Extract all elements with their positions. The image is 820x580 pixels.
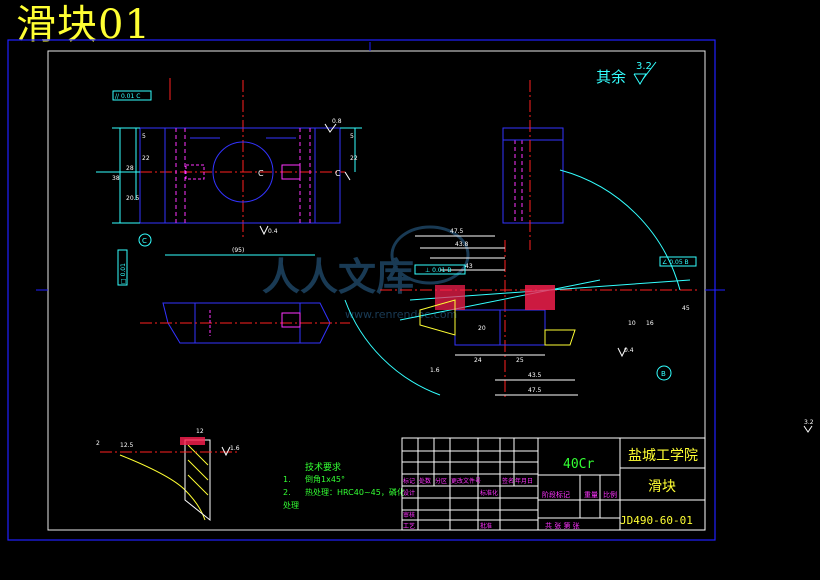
dim-22-right: 22 <box>350 155 358 162</box>
tb-stage-mark: 阶段标记 <box>542 490 570 499</box>
dim-12-5: 12.5 <box>120 442 134 449</box>
tech-req-item2: 热处理：HRC40~45，磷化 <box>305 487 405 497</box>
roughness-1-6-detail: 1.6 <box>230 445 240 452</box>
svg-text:www.renrendoc.com: www.renrendoc.com <box>345 308 457 321</box>
tb-designer: 设计 <box>403 489 415 497</box>
tol-flatness: □ 0.01 <box>120 263 127 284</box>
dim-43-5: 43.5 <box>528 372 542 379</box>
tech-req-item2-cont: 处理 <box>283 500 299 510</box>
dim-43: 43 <box>465 263 473 270</box>
tb-process: 工艺 <box>403 522 415 530</box>
tech-requirements: 技术要求 1. 倒角1x45° 2. 热处理：HRC40~45，磷化 处理 <box>283 461 405 510</box>
tech-req-item2-num: 2. <box>283 488 291 497</box>
watermark: 人人文库 www.renrendoc.com <box>262 225 470 321</box>
tb-drawing-no: JD490-60-01 <box>620 514 693 527</box>
side-view <box>502 80 564 250</box>
roughness-0-4-top: 0.4 <box>268 228 278 235</box>
surface-note: 其余 <box>596 68 626 86</box>
tb-weight: 重量 <box>584 491 598 499</box>
tech-req-item1-num: 1. <box>283 475 291 484</box>
dim-38: 38 <box>112 175 120 182</box>
section-c-left: C <box>258 169 264 178</box>
dim-45: 45 <box>682 305 690 312</box>
tb-label-mark: 标记 <box>403 477 415 485</box>
tb-sheets: 共 张 第 张 <box>545 521 580 530</box>
dim-95: (95) <box>232 247 244 254</box>
dim-25: 25 <box>516 357 524 364</box>
tech-req-heading: 技术要求 <box>305 461 341 473</box>
dim-5-right: 5 <box>350 133 354 140</box>
datum-b: B <box>661 370 666 378</box>
tb-scale: 比例 <box>603 490 617 499</box>
main-view: 5 22 38 28 20.5 5 22 (95) C C // 0.01 C … <box>96 78 362 286</box>
dim-12: 12 <box>196 428 204 435</box>
tb-school: 盐城工学院 <box>628 448 698 464</box>
dim-2: 2 <box>96 440 100 447</box>
dim-16: 16 <box>646 320 654 327</box>
tol-angle: ∠ 0.05 B <box>662 259 689 266</box>
tb-label-change: 更改文件号 <box>451 477 481 485</box>
roughness-0-4-mid: 0.4 <box>624 347 634 354</box>
dim-22: 22 <box>142 155 150 162</box>
dim-20: 20 <box>478 325 486 332</box>
dim-10: 10 <box>628 320 636 327</box>
tb-standardize: 标准化 <box>480 489 498 497</box>
dim-28: 28 <box>126 165 134 172</box>
tb-label-date: 年月日 <box>515 477 533 485</box>
tb-part: 滑块 <box>648 478 676 495</box>
tb-review: 审核 <box>403 511 415 519</box>
tb-material: 40Cr <box>563 457 594 472</box>
dim-24: 24 <box>474 357 482 364</box>
title-block: 标记 处数 分区 更改文件号 签名 年月日 设计 标准化 审核 工艺 批准 阶段… <box>401 437 706 531</box>
surface-value: 3.2 <box>636 61 652 72</box>
tol-parallel: // 0.01 C <box>115 93 140 100</box>
datum-c: C <box>142 237 147 245</box>
detail-view: 12 12.5 2 1.6 <box>96 428 240 522</box>
dim-47-5-top: 47.5 <box>450 228 464 235</box>
dim-43-8: 43.8 <box>455 241 469 248</box>
svg-text:人人文库: 人人文库 <box>262 255 414 299</box>
side-mark: 3.2 <box>804 419 814 426</box>
tol-perp: ⊥ 0.01 B <box>425 267 452 274</box>
dim-20-5: 20.5 <box>126 195 140 202</box>
roughness-1-6-mid: 1.6 <box>430 367 440 374</box>
section-c-right: C <box>335 169 341 178</box>
tech-req-item1: 倒角1x45° <box>305 474 345 484</box>
bottom-left-view <box>140 302 350 344</box>
section-view: 47.5 43.8 43 20 24 25 43.5 47.5 ∠ 0.05 B… <box>344 169 700 400</box>
tb-label-sign: 签名 <box>502 477 514 485</box>
roughness-0-8: 0.8 <box>332 118 342 125</box>
tb-approve: 批准 <box>480 522 492 530</box>
dim-5: 5 <box>142 133 146 140</box>
tb-label-count: 处数 <box>419 477 431 485</box>
dim-47-5-bottom: 47.5 <box>528 387 542 394</box>
tb-label-zone: 分区 <box>435 477 447 485</box>
